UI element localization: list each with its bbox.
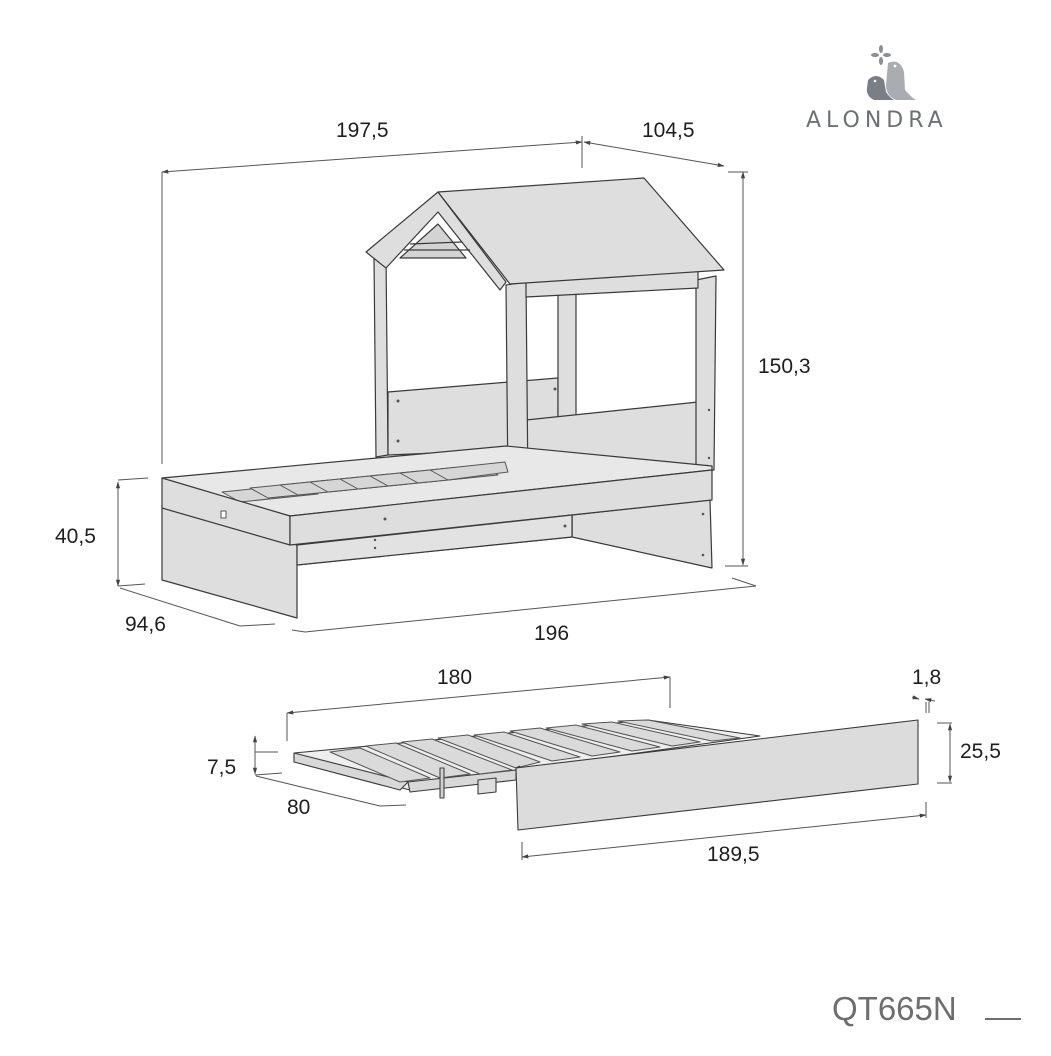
dimension-panel-height: 25,5 [960, 740, 1001, 763]
dimension-roof-depth: 104,5 [642, 119, 695, 142]
brand-logo-icon [866, 45, 916, 100]
dimension-base-length: 196 [534, 622, 570, 645]
product-code: QT665N [832, 990, 957, 1027]
dimension-trundle-frame-width: 80 [287, 796, 311, 819]
main-bed-dimension-lines [115, 136, 757, 633]
main-bed-drawing [161, 177, 725, 619]
dimension-total-height: 150,3 [758, 355, 811, 378]
dimension-panel-length: 189,5 [707, 843, 760, 866]
trundle-dimension-lines [252, 675, 953, 860]
dimension-total-length: 197,5 [336, 119, 389, 142]
trundle-drawing [293, 719, 919, 831]
dimension-panel-thickness: 1,8 [912, 666, 942, 689]
dimension-bed-height: 40,5 [55, 525, 96, 548]
dimension-trundle-frame-height: 7,5 [207, 756, 237, 779]
product-code-underline [985, 1018, 1021, 1020]
brand-name: ALONDRA [806, 108, 948, 133]
dimension-bed-width: 94,6 [125, 613, 166, 636]
dimension-trundle-frame-length: 180 [437, 666, 473, 689]
